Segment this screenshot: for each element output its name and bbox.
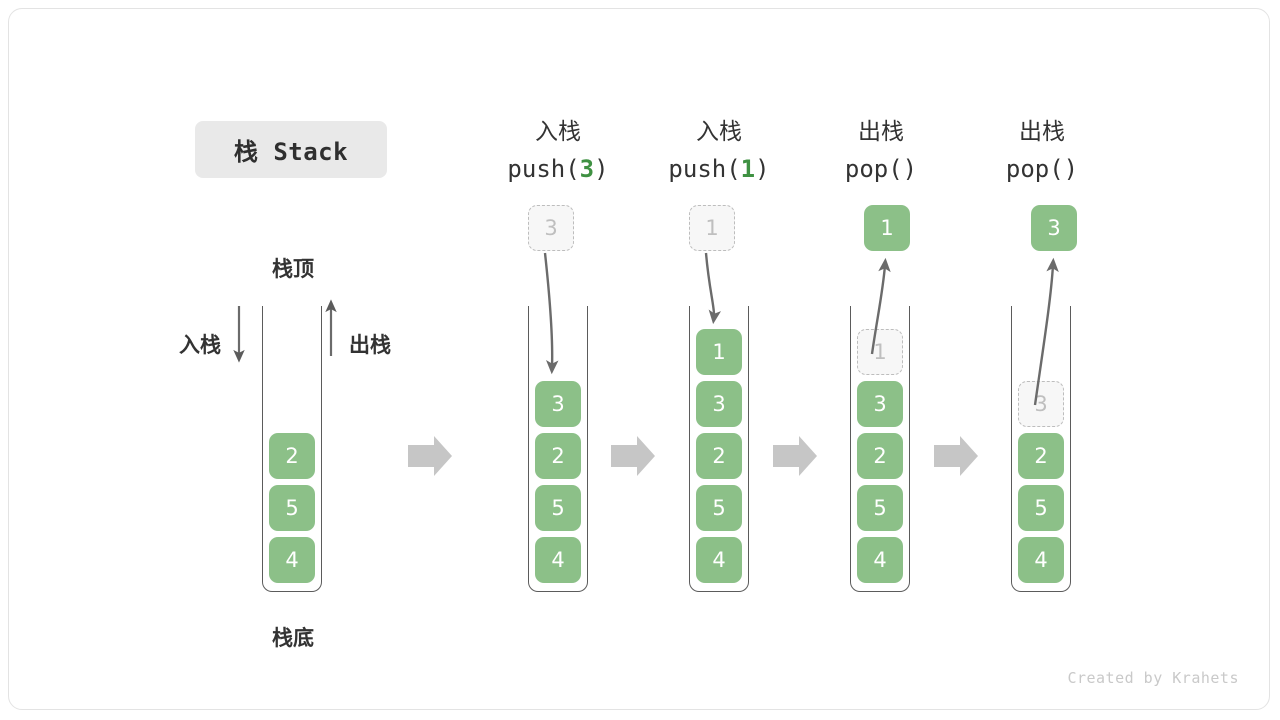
- stage-transition-arrow: [773, 436, 817, 476]
- credit-text: Created by Krahets: [1067, 669, 1239, 687]
- stack-element: 1: [696, 329, 742, 375]
- stage-header-code: push(3): [468, 153, 648, 185]
- stage-transition-arrow: [408, 436, 452, 476]
- diagram-title-chip: 栈 Stack: [195, 121, 387, 178]
- vacated-slot-ghost: 3: [1018, 381, 1064, 427]
- stack-element: 5: [269, 485, 315, 531]
- popped-element: 3: [1031, 205, 1077, 251]
- stack-element: 5: [535, 485, 581, 531]
- stage-transition-arrow: [611, 436, 655, 476]
- stack-container-push-3: [528, 306, 590, 592]
- code-suffix: ): [755, 155, 770, 184]
- stack-bottom-label: 栈底: [272, 626, 314, 650]
- stack-container-pop-3: [1011, 306, 1073, 592]
- stack-element: 5: [696, 485, 742, 531]
- stack-walls: [528, 306, 588, 592]
- stack-element: 2: [1018, 433, 1064, 479]
- pop-direction-label: 出栈: [349, 333, 391, 357]
- arrows-overlay: [233, 252, 1059, 476]
- stage-header-code: pop(): [952, 153, 1132, 185]
- stack-element: 2: [535, 433, 581, 479]
- stage-header-cn: 入栈: [696, 119, 742, 145]
- code-argument: 3: [579, 155, 595, 184]
- code-suffix: ): [594, 155, 609, 184]
- stack-walls: [1011, 306, 1071, 592]
- stack-element: 4: [1018, 537, 1064, 583]
- stack-container-push-1: [689, 306, 751, 592]
- code-prefix: pop(: [844, 155, 903, 184]
- stack-element: 4: [857, 537, 903, 583]
- stage-header-cn: 出栈: [858, 119, 904, 145]
- vacated-slot-ghost: 1: [857, 329, 903, 375]
- stack-walls: [262, 306, 322, 592]
- stack-element: 4: [535, 537, 581, 583]
- stage-transition-arrow: [934, 436, 978, 476]
- stage-header-pop-1: 出栈 pop(): [791, 117, 971, 185]
- stack-element: 3: [857, 381, 903, 427]
- popped-element: 1: [864, 205, 910, 251]
- stage-header-code: pop(): [791, 153, 971, 185]
- stage-header-push-1: 入栈 push(1): [629, 117, 809, 185]
- stage-header-push-3: 入栈 push(3): [468, 117, 648, 185]
- code-suffix: ): [1063, 155, 1079, 184]
- stack-element: 2: [696, 433, 742, 479]
- stack-element: 2: [857, 433, 903, 479]
- code-argument: 1: [740, 155, 756, 184]
- stack-element: 3: [696, 381, 742, 427]
- code-prefix: push(: [668, 155, 741, 184]
- stack-top-label: 栈顶: [272, 257, 314, 281]
- diagram-canvas: 栈 Stack 栈顶 入栈 出栈 2 5 4 栈底 入栈 push(3) 3 3…: [8, 8, 1270, 710]
- stage-header-cn: 出栈: [1019, 119, 1065, 145]
- floating-ghost-element: 3: [528, 205, 574, 251]
- stack-walls: [850, 306, 910, 592]
- stack-container-initial: [262, 306, 324, 592]
- stack-element: 2: [269, 433, 315, 479]
- code-prefix: pop(: [1005, 155, 1064, 184]
- code-prefix: push(: [507, 155, 580, 184]
- stack-walls: [689, 306, 749, 592]
- stack-element: 4: [696, 537, 742, 583]
- stage-header-pop-3: 出栈 pop(): [952, 117, 1132, 185]
- stack-element: 5: [857, 485, 903, 531]
- push-direction-label: 入栈: [179, 333, 221, 357]
- diagram-title-text: 栈 Stack: [233, 138, 349, 166]
- stack-element: 3: [535, 381, 581, 427]
- stack-container-pop-1: [850, 306, 912, 592]
- code-suffix: ): [902, 155, 918, 184]
- stack-element: 5: [1018, 485, 1064, 531]
- floating-ghost-element: 1: [689, 205, 735, 251]
- stage-header-code: push(1): [629, 153, 809, 185]
- stage-header-cn: 入栈: [535, 119, 581, 145]
- stack-element: 4: [269, 537, 315, 583]
